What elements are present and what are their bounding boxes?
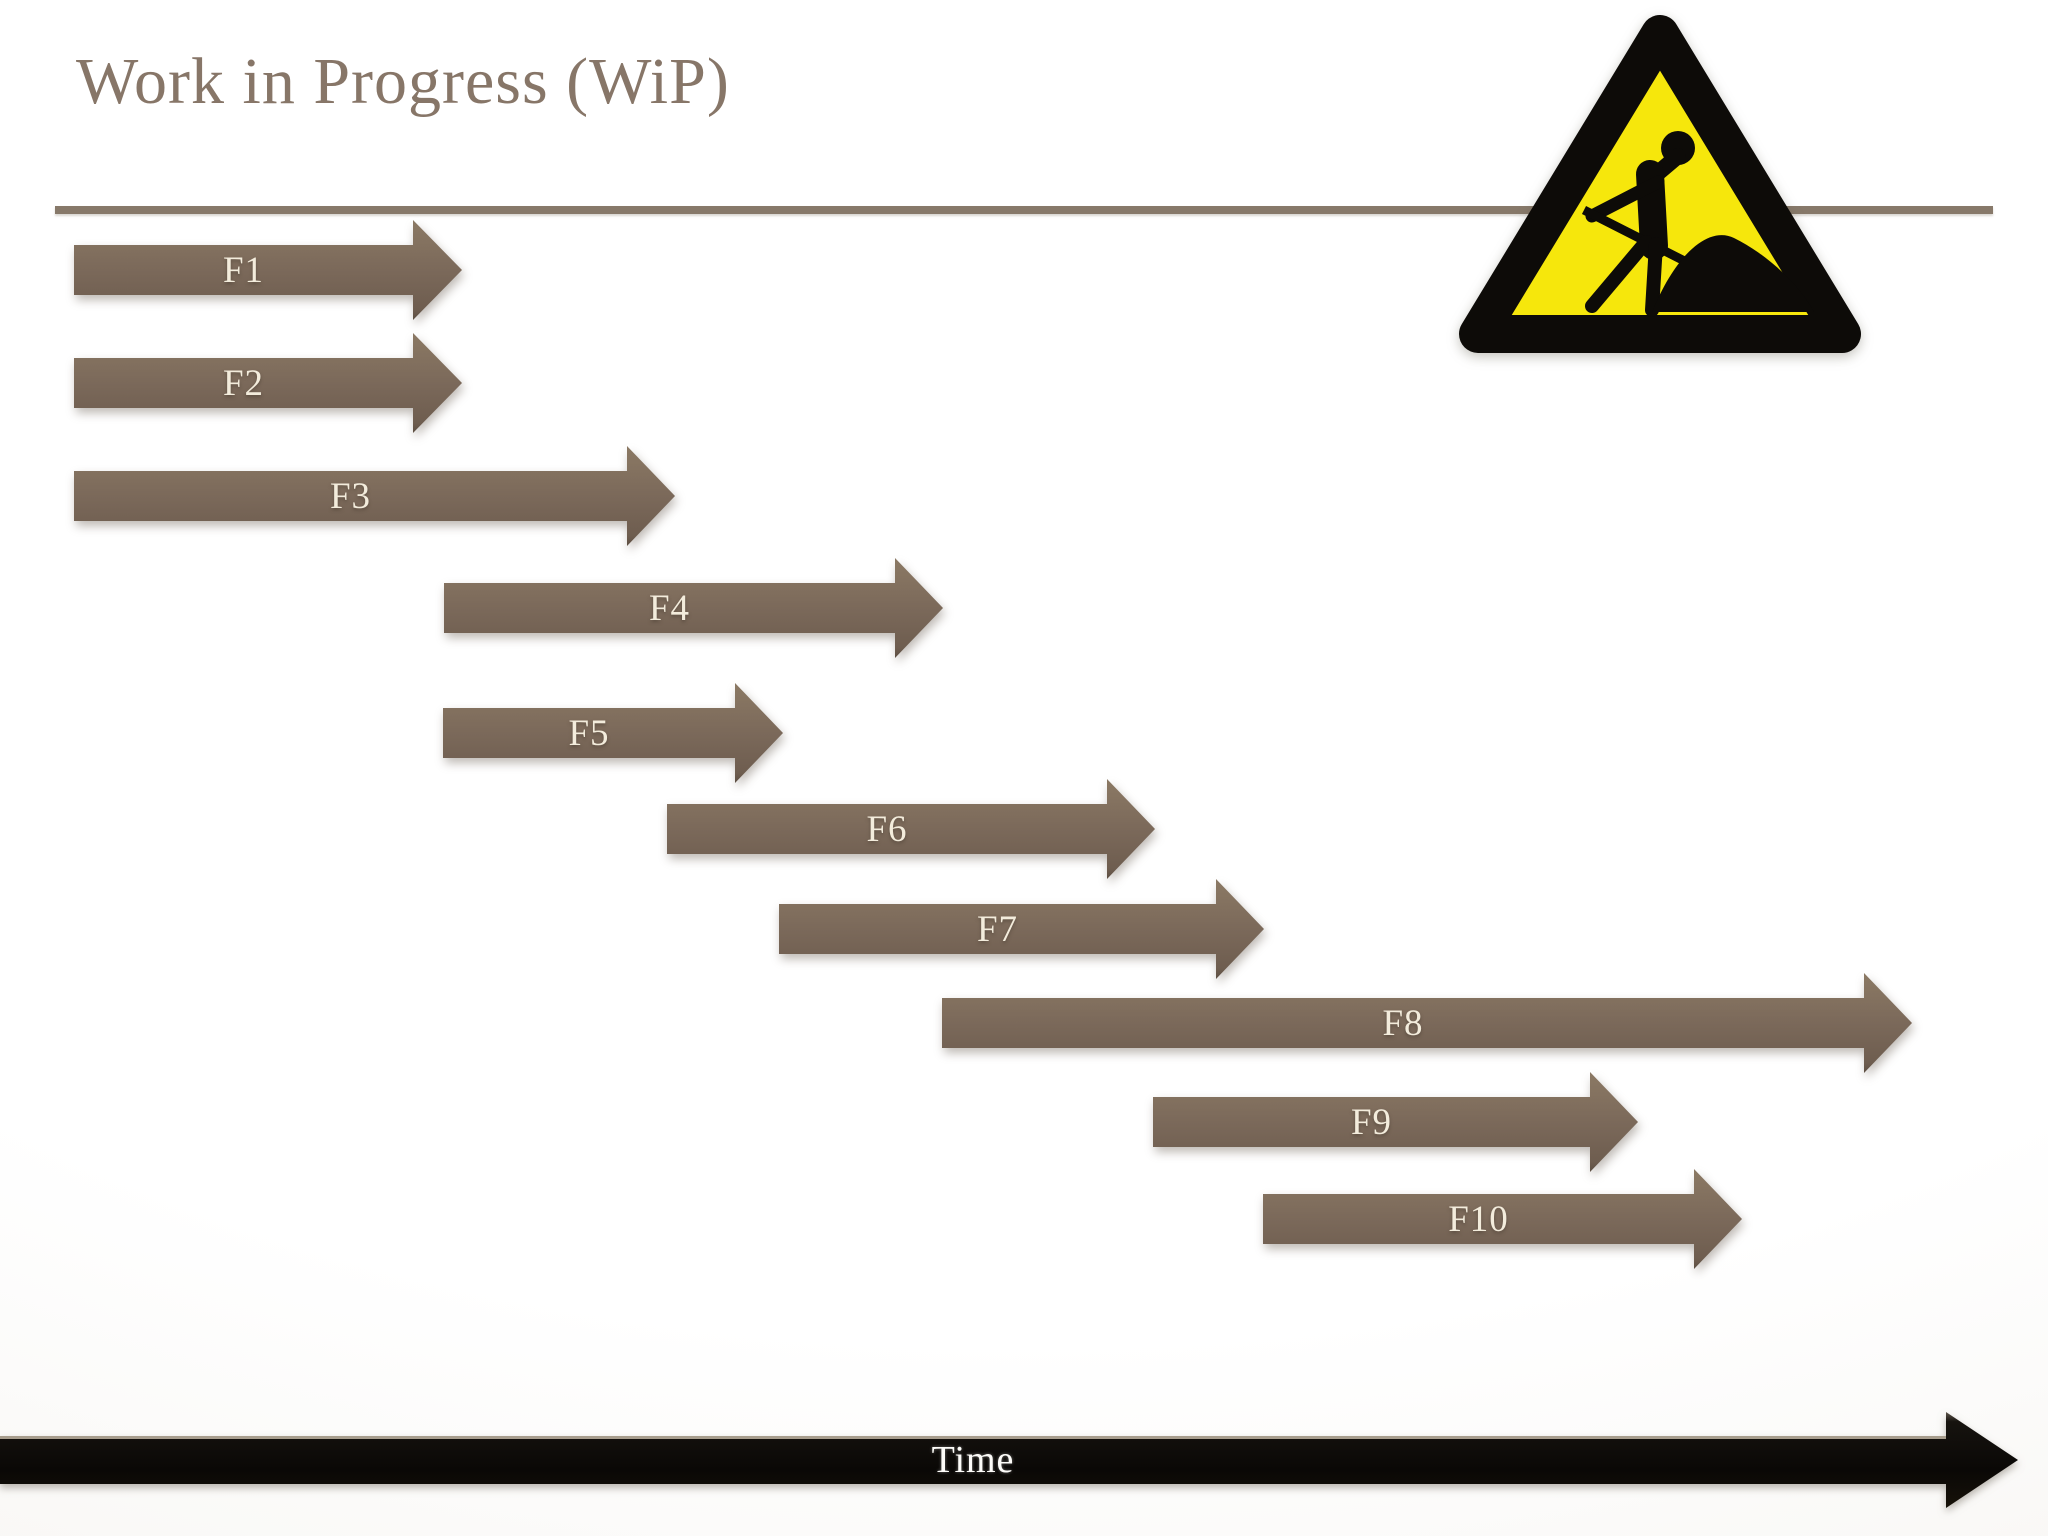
arrow-shape bbox=[1263, 1169, 1742, 1269]
arrow-shape bbox=[74, 446, 675, 546]
feature-arrow-f3: F3 bbox=[74, 444, 675, 548]
title-underline bbox=[55, 206, 1993, 214]
feature-arrow-f4: F4 bbox=[444, 556, 943, 660]
arrow-shape bbox=[74, 220, 462, 320]
time-arrow-shape bbox=[0, 1412, 2018, 1508]
arrow-shape bbox=[74, 333, 462, 433]
arrow-shape bbox=[1153, 1072, 1638, 1172]
time-axis-label: Time bbox=[931, 1439, 1015, 1481]
feature-arrow-f10: F10 bbox=[1263, 1167, 1742, 1271]
feature-arrow-f1: F1 bbox=[74, 218, 462, 322]
arrow-shape bbox=[443, 683, 783, 783]
feature-arrow-f6: F6 bbox=[667, 777, 1155, 881]
feature-arrow-f7: F7 bbox=[779, 877, 1264, 981]
feature-arrow-f2: F2 bbox=[74, 331, 462, 435]
arrow-shape bbox=[444, 558, 943, 658]
arrow-shape bbox=[779, 879, 1264, 979]
men-at-work-sign-icon bbox=[1459, 15, 1861, 353]
feature-arrow-f5: F5 bbox=[443, 681, 783, 785]
feature-arrow-f9: F9 bbox=[1153, 1070, 1638, 1174]
feature-arrow-f8: F8 bbox=[942, 971, 1912, 1075]
arrow-shape bbox=[942, 973, 1912, 1073]
time-axis: Time bbox=[0, 1408, 2018, 1512]
arrow-shape bbox=[667, 779, 1155, 879]
slide-title: Work in Progress (WiP) bbox=[76, 45, 730, 118]
